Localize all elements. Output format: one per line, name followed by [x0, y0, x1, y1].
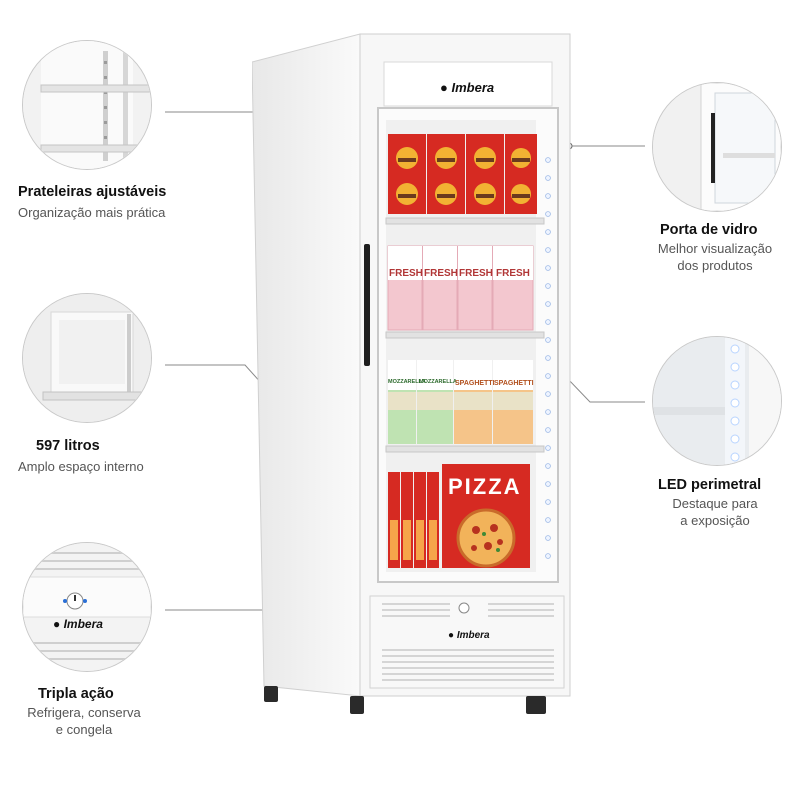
refrigerator-body: [251, 33, 571, 714]
feature-title-glass: Porta de vidro: [660, 222, 758, 238]
detail-circle-glass: [652, 82, 782, 212]
feature-desc-glass: Melhor visualização dos produtos: [657, 241, 773, 273]
fresh-label: FRESH: [424, 268, 458, 279]
feature-desc-capacity: Amplo espaço interno: [18, 459, 144, 474]
brand-swirl-icon: ●: [440, 80, 448, 95]
mozzarella-label: MOZZARELLA: [419, 379, 457, 385]
glass-door-detail-image: [653, 83, 781, 211]
control-panel-detail-image: [23, 543, 151, 671]
spaghetti-label: SPAGHETTI: [455, 380, 495, 387]
fresh-label: FRESH: [459, 268, 493, 279]
panel-brand-logo: ● Imbera: [448, 630, 490, 641]
feature-desc-led: Destaque para a exposição: [672, 496, 758, 528]
feature-title-shelves: Prateleiras ajustáveis: [18, 184, 167, 200]
triple-brand-logo: ● Imbera: [53, 617, 103, 631]
refrigerator: ● Imbera FRESH FRESH FRESH FRESH MOZZARE…: [251, 30, 574, 720]
feature-title-triple: Tripla ação: [38, 686, 114, 702]
detail-circle-led: [652, 336, 782, 466]
feature-desc-shelves: Organização mais prática: [18, 205, 166, 220]
spaghetti-label: SPAGHETTI: [494, 380, 534, 387]
shelf-detail-image: [23, 41, 151, 169]
feature-desc-triple: Refrigera, conserva e congela: [27, 705, 141, 737]
detail-circle-triple: ● Imbera: [22, 542, 152, 672]
pizza-label: PIZZA: [448, 474, 522, 499]
fresh-label: FRESH: [496, 268, 530, 279]
fresh-label: FRESH: [389, 268, 423, 279]
feature-title-led: LED perimetral: [658, 477, 762, 493]
brand-swirl-icon: ●: [53, 617, 61, 631]
line-led: [566, 377, 645, 403]
led-detail-image: [653, 337, 781, 465]
interior-detail-image: [23, 294, 151, 422]
header-brand-logo: ● Imbera: [440, 80, 495, 95]
detail-circle-capacity: [22, 293, 152, 423]
mozzarella-label: MOZZARELLA: [388, 379, 426, 385]
brand-swirl-icon: ●: [448, 630, 455, 641]
feature-title-capacity: 597 litros: [36, 438, 100, 454]
detail-circle-shelves: [22, 40, 152, 170]
